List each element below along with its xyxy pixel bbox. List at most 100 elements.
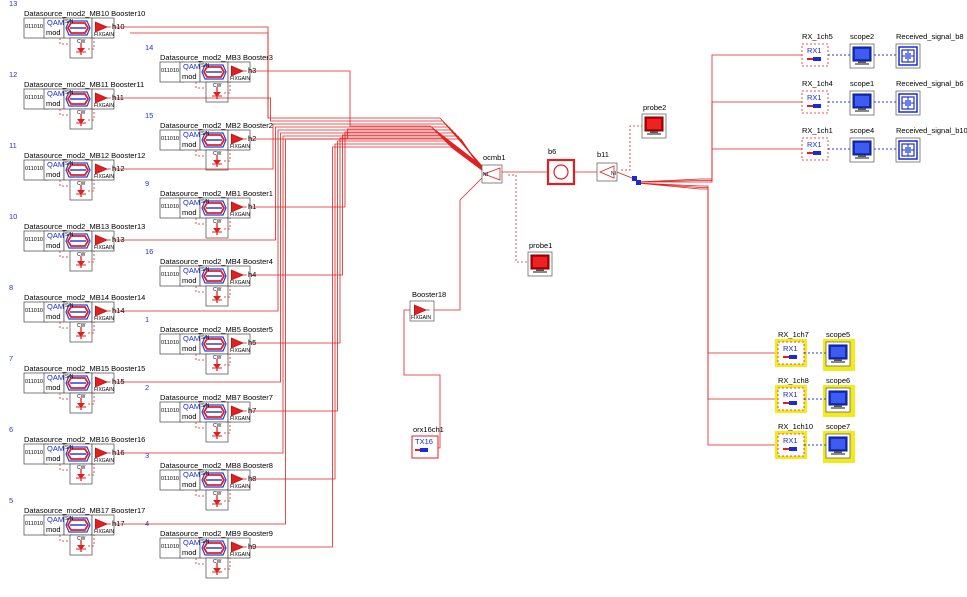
bit-pattern: 0110101 bbox=[161, 136, 182, 142]
fiber-box[interactable] bbox=[546, 158, 576, 186]
receiver-icon bbox=[813, 104, 821, 108]
booster-label: Datasource_mod2_MB4 Booster4 bbox=[160, 257, 273, 266]
scope-label: scope6 bbox=[826, 376, 850, 385]
bit-pattern: 0110101 bbox=[25, 379, 46, 385]
bit-pattern: 0110101 bbox=[161, 544, 182, 550]
junction-block bbox=[636, 180, 641, 185]
booster-label: Datasource_mod2_MB10 Booster10 bbox=[24, 9, 145, 18]
bit-pattern: 0110101 bbox=[161, 204, 182, 210]
bit-pattern: 0110101 bbox=[25, 24, 46, 30]
tx16-label: orx16ch1 bbox=[413, 425, 444, 434]
port-label: h9 bbox=[248, 542, 256, 551]
channel-number: 11 bbox=[9, 141, 17, 150]
booster-label: Datasource_mod2_MB16 Booster16 bbox=[24, 435, 145, 444]
sin-label: SIN bbox=[201, 403, 210, 409]
bit-pattern: 0110101 bbox=[25, 166, 46, 172]
port-label: h11 bbox=[112, 93, 124, 102]
receiver-label: RX_1ch5 bbox=[802, 32, 833, 41]
received-signal-label: Received_signal_b10 bbox=[896, 126, 967, 135]
qam-label: QAM bbox=[47, 373, 64, 382]
channel-number: 1 bbox=[145, 315, 149, 324]
tx16-icon bbox=[420, 448, 428, 452]
junction-block bbox=[632, 176, 637, 181]
receiver-label: RX_1ch7 bbox=[778, 330, 809, 339]
bit-pattern: 0110101 bbox=[161, 408, 182, 414]
channel-number: 3 bbox=[145, 451, 149, 460]
fixgain-label: FIXGAIN bbox=[230, 280, 250, 286]
sin-label: SIN bbox=[201, 131, 210, 137]
cw-label: CW bbox=[213, 287, 222, 293]
channel-number: 15 bbox=[145, 111, 153, 120]
mod-label: mod bbox=[46, 312, 61, 321]
sin-label: SIN bbox=[201, 335, 210, 341]
cw-label: CW bbox=[77, 39, 86, 45]
sin-label: SIN bbox=[201, 471, 210, 477]
bit-pattern: 0110101 bbox=[25, 450, 46, 456]
port-label: h5 bbox=[248, 338, 256, 347]
cw-label: CW bbox=[213, 355, 222, 361]
rx-text: RX1 bbox=[783, 390, 798, 399]
fixgain-label: FIXGAIN bbox=[230, 484, 250, 490]
cw-label: CW bbox=[213, 559, 222, 565]
tx16-text: TX16 bbox=[415, 437, 433, 446]
ni-label-2: NI bbox=[611, 171, 616, 177]
mod-label: mod bbox=[46, 99, 61, 108]
booster-label: Datasource_mod2_MB2 Booster2 bbox=[160, 121, 273, 130]
booster-label: Datasource_mod2_MB15 Booster15 bbox=[24, 364, 145, 373]
scope-label: scope4 bbox=[850, 126, 874, 135]
receiver-icon-red bbox=[783, 356, 789, 358]
splitter-box[interactable] bbox=[596, 162, 618, 182]
sin-label: SIN bbox=[201, 199, 210, 205]
fixgain-label: FIXGAIN bbox=[94, 458, 114, 464]
mod-label: mod bbox=[46, 454, 61, 463]
booster18-label: Booster18 bbox=[412, 290, 446, 299]
channel-number: 6 bbox=[9, 425, 13, 434]
cw-label: CW bbox=[77, 394, 86, 400]
received-signal-label: Received_signal_b6 bbox=[896, 79, 964, 88]
mod-label: mod bbox=[46, 383, 61, 392]
sin-label: SIN bbox=[65, 445, 74, 451]
fixgain-label: FIXGAIN bbox=[94, 387, 114, 393]
mod-label: mod bbox=[182, 412, 197, 421]
mod-label: mod bbox=[46, 525, 61, 534]
qam-label: QAM bbox=[47, 160, 64, 169]
fixgain-label: FIXGAIN bbox=[94, 316, 114, 322]
cw-label: CW bbox=[213, 151, 222, 157]
fiber-label: b6 bbox=[548, 147, 556, 156]
constellation-icon bbox=[898, 140, 918, 160]
mod-label: mod bbox=[46, 170, 61, 179]
sin-label: SIN bbox=[201, 539, 210, 545]
port-label: h12 bbox=[112, 164, 125, 173]
qam-label: QAM bbox=[183, 470, 200, 479]
fixgain-label: FIXGAIN bbox=[230, 348, 250, 354]
ni-label: NI bbox=[483, 172, 488, 178]
booster-label: Datasource_mod2_MB17 Booster17 bbox=[24, 506, 145, 515]
port-label: h16 bbox=[112, 448, 125, 457]
channel-number: 16 bbox=[145, 247, 153, 256]
sin-label: SIN bbox=[65, 19, 74, 25]
channel-number: 10 bbox=[9, 212, 17, 221]
